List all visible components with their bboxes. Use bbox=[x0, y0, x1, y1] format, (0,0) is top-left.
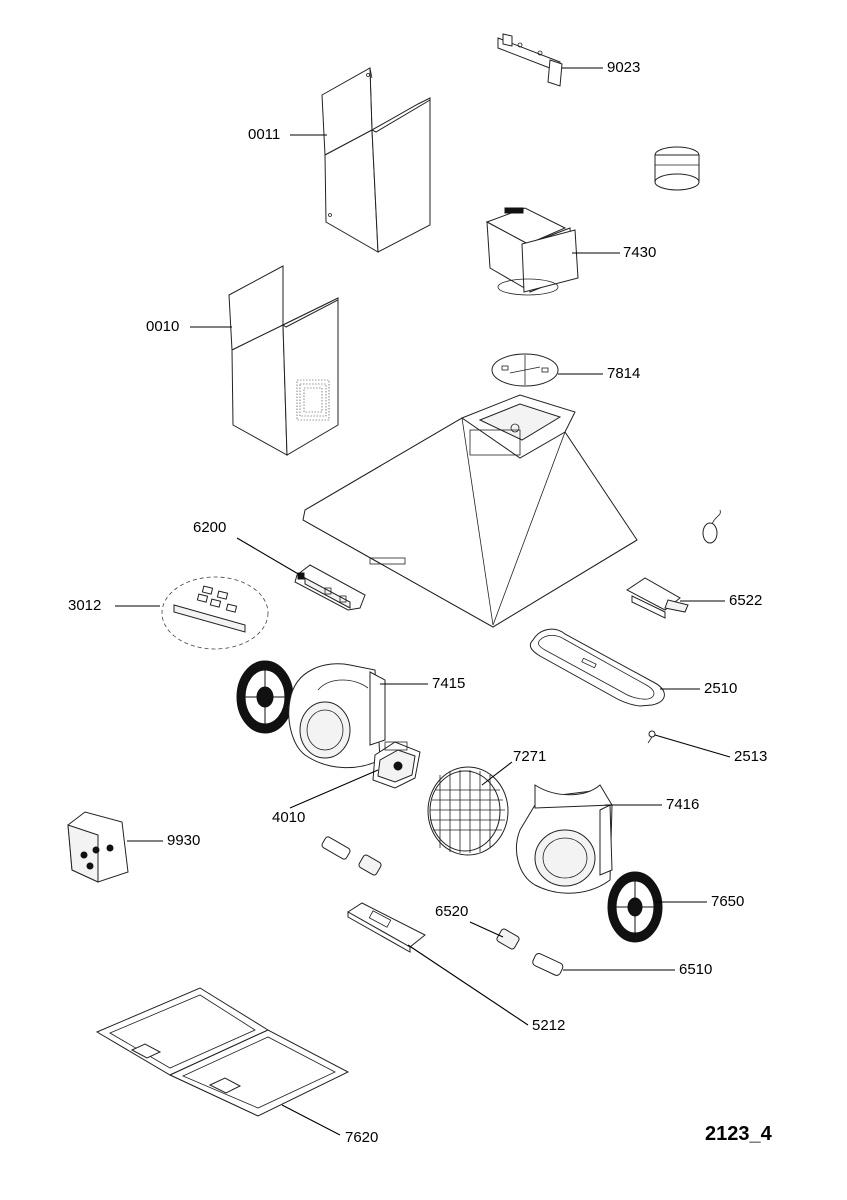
label-6522: 6522 bbox=[729, 592, 763, 609]
label-5212: 5212 bbox=[532, 1017, 566, 1034]
label-7650: 7650 bbox=[711, 893, 745, 910]
part-9930-fixing-kit-bag[interactable] bbox=[67, 811, 129, 883]
label-4010: 4010 bbox=[272, 809, 306, 826]
part-6522-lamp-holder[interactable] bbox=[626, 577, 689, 619]
vent-grille bbox=[296, 379, 330, 421]
label-7415: 7415 bbox=[432, 675, 466, 692]
label-9023: 9023 bbox=[607, 59, 641, 76]
label-7416: 7416 bbox=[666, 796, 700, 813]
part-5212-transformer-box[interactable] bbox=[347, 902, 426, 953]
part-7415-motor-housing-left[interactable] bbox=[236, 660, 386, 769]
label-7271: 7271 bbox=[513, 748, 547, 765]
leader-6520 bbox=[469, 921, 504, 938]
lamp-parts-left bbox=[321, 836, 382, 876]
part-2513-screw[interactable] bbox=[647, 730, 656, 744]
label-2510: 2510 bbox=[704, 680, 738, 697]
label-2513: 2513 bbox=[734, 748, 768, 765]
part-7814-valve-disc[interactable] bbox=[491, 353, 559, 387]
part-7416-motor-housing-right[interactable] bbox=[516, 784, 613, 894]
part-6520-lamp-socket[interactable] bbox=[496, 928, 520, 950]
part-0010-lower-chimney[interactable] bbox=[228, 265, 339, 456]
part-7650-carbon-filter[interactable] bbox=[607, 871, 663, 943]
label-6510: 6510 bbox=[679, 961, 713, 978]
leader-7620 bbox=[281, 1104, 341, 1136]
leader-5212 bbox=[407, 944, 529, 1026]
label-3012: 3012 bbox=[68, 597, 102, 614]
part-6510-lamp[interactable] bbox=[531, 952, 564, 976]
label-6200: 6200 bbox=[193, 519, 227, 536]
leader-4010 bbox=[289, 769, 379, 809]
leader-7271 bbox=[481, 761, 513, 786]
figure-id: 2123_4 bbox=[705, 1123, 772, 1145]
part-4010-motor[interactable] bbox=[372, 741, 421, 789]
hood-body[interactable] bbox=[302, 394, 638, 628]
carbon-filter-left bbox=[236, 660, 294, 734]
leader-2513 bbox=[654, 734, 731, 758]
part-6200-switch-module[interactable] bbox=[294, 564, 366, 611]
label-7620: 7620 bbox=[345, 1129, 379, 1146]
part-3012-control-buttons[interactable] bbox=[161, 576, 269, 650]
label-6520: 6520 bbox=[435, 903, 469, 920]
part-7430-outlet-connector[interactable] bbox=[485, 146, 700, 296]
label-7814: 7814 bbox=[607, 365, 641, 382]
label-7430: 7430 bbox=[623, 244, 657, 261]
label-0010: 0010 bbox=[146, 318, 180, 335]
label-9930: 9930 bbox=[167, 832, 201, 849]
part-2510-light-cover[interactable] bbox=[529, 628, 665, 707]
leader-6200 bbox=[236, 537, 301, 576]
part-7271-fan-impeller[interactable] bbox=[427, 766, 509, 856]
part-9023-bracket[interactable] bbox=[497, 33, 563, 87]
small-cable-part bbox=[702, 509, 721, 544]
label-0011: 0011 bbox=[248, 126, 281, 143]
part-0011-upper-chimney[interactable] bbox=[321, 67, 431, 253]
part-7620-grease-filter[interactable] bbox=[95, 987, 350, 1117]
